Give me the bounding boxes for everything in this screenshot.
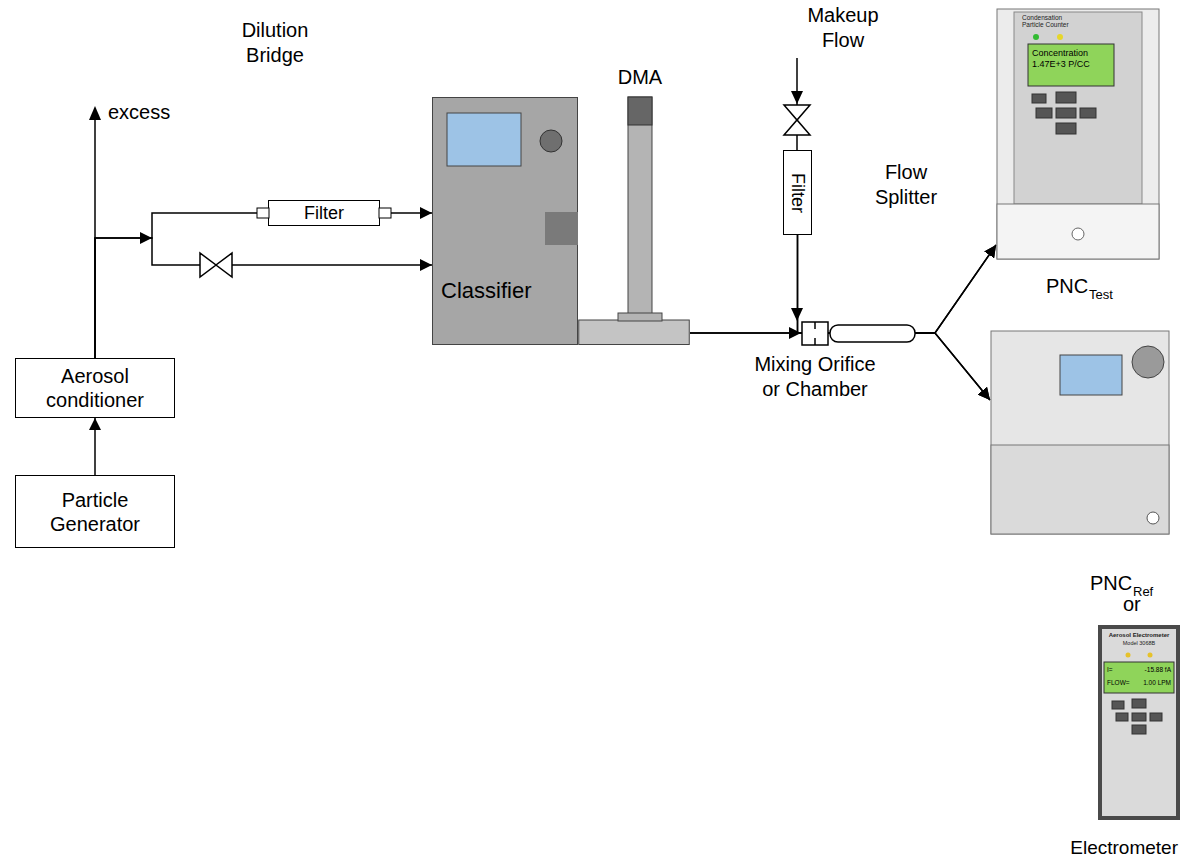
flow-line bbox=[798, 235, 991, 400]
box-label: Particle Generator bbox=[24, 488, 166, 536]
display-text: I= bbox=[1107, 666, 1113, 674]
part-name: DMA bbox=[610, 65, 670, 89]
makeup-arrowhead bbox=[791, 308, 803, 321]
column-cap bbox=[628, 97, 652, 125]
device-label: Condensation Particle Counter bbox=[1022, 14, 1084, 29]
housing bbox=[1098, 625, 1180, 820]
makeup-arrowhead bbox=[791, 91, 803, 104]
mixing-orifice bbox=[802, 322, 828, 345]
led bbox=[1148, 653, 1153, 658]
group-label: Dilution Bridge bbox=[215, 18, 335, 68]
part-label: Flow Splitter bbox=[858, 160, 954, 210]
housing bbox=[991, 331, 1169, 534]
button bbox=[1032, 94, 1046, 103]
flow-label: Makeup Flow bbox=[795, 3, 891, 53]
box-label: Filter bbox=[304, 204, 344, 222]
flow-line bbox=[95, 213, 268, 358]
filter-box: Filter bbox=[268, 200, 380, 226]
valve-symbol bbox=[784, 105, 810, 120]
base-plate bbox=[579, 320, 690, 345]
classifier-box: Classifier bbox=[432, 97, 578, 345]
pnc-test-body bbox=[996, 8, 1160, 260]
box-label: Classifier bbox=[441, 278, 531, 304]
flow-splitter bbox=[830, 325, 915, 342]
knob bbox=[1132, 346, 1164, 378]
part-label: Mixing Orifice or Chamber bbox=[748, 352, 882, 402]
inlet-arrowhead bbox=[789, 327, 801, 339]
dma-column: DMA bbox=[578, 65, 690, 345]
led bbox=[1057, 34, 1063, 40]
valve-symbol bbox=[200, 253, 216, 277]
button bbox=[1056, 92, 1076, 103]
device-label: Aerosol Electrometer bbox=[1101, 632, 1177, 639]
flow-label: excess bbox=[108, 100, 170, 125]
led bbox=[1126, 653, 1131, 658]
button bbox=[1116, 713, 1128, 721]
base-panel bbox=[997, 204, 1159, 259]
pnc-ref-device: PNCRef bbox=[990, 330, 1170, 535]
port bbox=[1072, 228, 1084, 240]
electrometer-device: Aerosol ElectrometerModel 3068B I= -15.88 … bbox=[1098, 625, 1180, 820]
flow-line bbox=[690, 245, 996, 333]
junction-arrowhead bbox=[140, 232, 152, 244]
lcd-screen bbox=[1104, 662, 1174, 693]
device-name-subscript: Test bbox=[1089, 287, 1113, 303]
connector-word: or bbox=[1123, 592, 1141, 617]
button bbox=[1056, 108, 1076, 118]
classifier-body bbox=[433, 98, 577, 344]
display-text: 1.00 LPM bbox=[1143, 679, 1171, 687]
box-label: Aerosol conditioner bbox=[24, 364, 166, 412]
filter-box: Filter bbox=[783, 150, 812, 235]
button bbox=[1036, 108, 1052, 118]
device-name: Electrometer bbox=[1070, 837, 1178, 860]
valve-symbol bbox=[784, 120, 810, 135]
column-foot bbox=[618, 313, 662, 321]
led bbox=[1033, 34, 1039, 40]
screen bbox=[447, 113, 521, 166]
display-text: Concentration 1.47E+3 P/CC bbox=[1032, 48, 1110, 70]
knob bbox=[540, 130, 562, 152]
process-box: Aerosol conditioner bbox=[15, 358, 175, 418]
pnc-test-device: Condensation Particle CounterConcentrati… bbox=[996, 8, 1160, 260]
front-panel bbox=[1014, 12, 1142, 204]
button bbox=[1132, 713, 1146, 721]
orifice-plate bbox=[814, 338, 816, 345]
front-panel bbox=[1102, 629, 1176, 816]
excess-arrowhead bbox=[89, 106, 101, 120]
button bbox=[1132, 725, 1146, 734]
column bbox=[628, 97, 652, 321]
button bbox=[1080, 108, 1096, 118]
button bbox=[1150, 713, 1162, 721]
valve-symbol bbox=[216, 253, 232, 277]
orifice-plate bbox=[814, 322, 816, 329]
device-model: Model 3068B bbox=[1101, 640, 1177, 647]
button bbox=[1132, 699, 1146, 708]
filter-stub bbox=[257, 208, 269, 218]
flow-line bbox=[95, 238, 432, 358]
screen bbox=[1060, 355, 1122, 395]
lcd-screen bbox=[1028, 44, 1114, 86]
flow-line bbox=[94, 418, 96, 475]
display-text: FLOW= bbox=[1107, 679, 1130, 687]
inlet-port bbox=[545, 212, 578, 245]
button bbox=[1056, 123, 1076, 134]
electrometer-body bbox=[1098, 625, 1180, 820]
process-box: Particle Generator bbox=[15, 475, 175, 548]
flow-line bbox=[798, 235, 997, 333]
port bbox=[1147, 512, 1159, 524]
base-panel bbox=[991, 445, 1169, 534]
device-name: PNC bbox=[1046, 274, 1088, 298]
box-label: Filter bbox=[789, 173, 807, 213]
button bbox=[1112, 701, 1124, 709]
dma-column bbox=[578, 65, 690, 345]
display-text: -15.88 fA bbox=[1145, 666, 1171, 674]
excess-line bbox=[94, 118, 96, 358]
device-name: PNC bbox=[1090, 571, 1132, 595]
filter-stub bbox=[379, 208, 391, 218]
housing bbox=[997, 9, 1159, 259]
pnc-ref-body bbox=[990, 330, 1170, 535]
